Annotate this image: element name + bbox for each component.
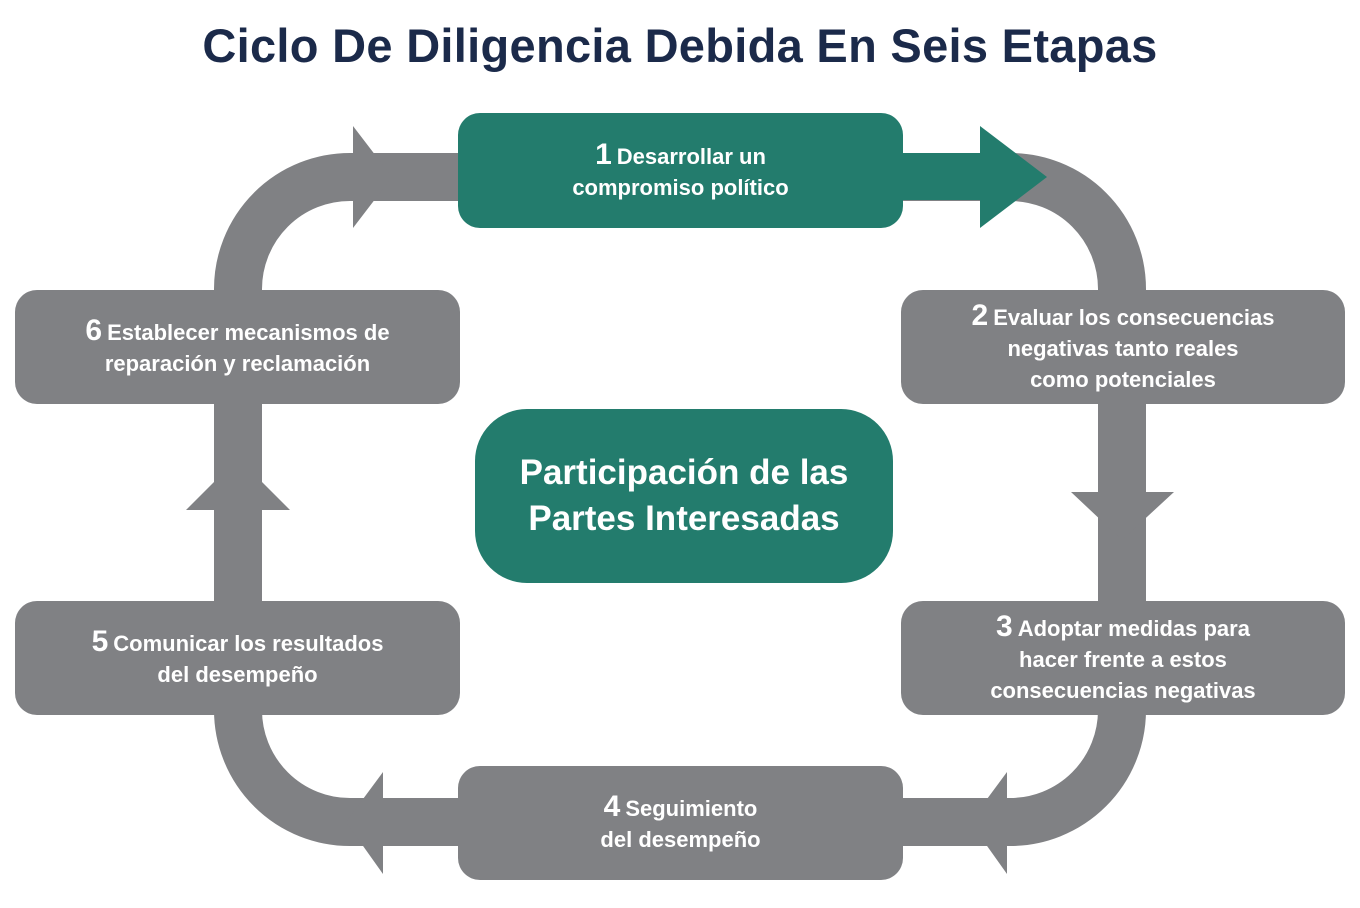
green-arrow-shaft bbox=[900, 153, 982, 200]
step-text: reparación y reclamación bbox=[104, 351, 371, 376]
step-text: Adoptar medidas para bbox=[1017, 615, 1250, 641]
center-text: Participación de las Partes Interesadas bbox=[519, 453, 849, 538]
step-number: 1 bbox=[595, 137, 612, 171]
step-text: Seguimiento bbox=[625, 796, 758, 821]
step-text: consecuencias negativas bbox=[990, 677, 1256, 703]
arrow-left-icon bbox=[970, 772, 1007, 874]
step-text: Evaluar los consecuencias bbox=[993, 304, 1275, 330]
step-text: hacer frente a estos bbox=[1019, 646, 1227, 672]
step-number: 4 bbox=[603, 790, 621, 823]
step-number: 6 bbox=[85, 314, 103, 347]
arrow-up-icon bbox=[186, 458, 290, 510]
arrow-right-green-icon bbox=[980, 126, 1047, 228]
loop-track bbox=[214, 153, 1146, 846]
step-text: Comunicar los resultados bbox=[113, 631, 384, 656]
step-text: negativas tanto reales bbox=[1007, 335, 1239, 361]
step-number: 5 bbox=[91, 625, 109, 658]
arrow-left-icon bbox=[346, 772, 383, 874]
step-text: como potenciales bbox=[1030, 366, 1216, 392]
step-number: 3 bbox=[996, 609, 1013, 643]
step-number: 2 bbox=[971, 298, 989, 332]
step-text: compromiso político bbox=[572, 174, 789, 200]
step-text: Establecer mecanismos de bbox=[107, 320, 390, 345]
arrow-right-icon bbox=[353, 126, 392, 228]
center-stakeholder-box[interactable]: Participación de las Partes Interesadas bbox=[475, 409, 893, 583]
step-text: del desempeño bbox=[600, 827, 761, 852]
step-text: Desarrollar un bbox=[616, 143, 766, 169]
step-text: del desempeño bbox=[157, 662, 318, 687]
arrow-down-icon bbox=[1071, 492, 1174, 540]
page-title: Ciclo De Diligencia Debida En Seis Etapa… bbox=[202, 19, 1158, 72]
